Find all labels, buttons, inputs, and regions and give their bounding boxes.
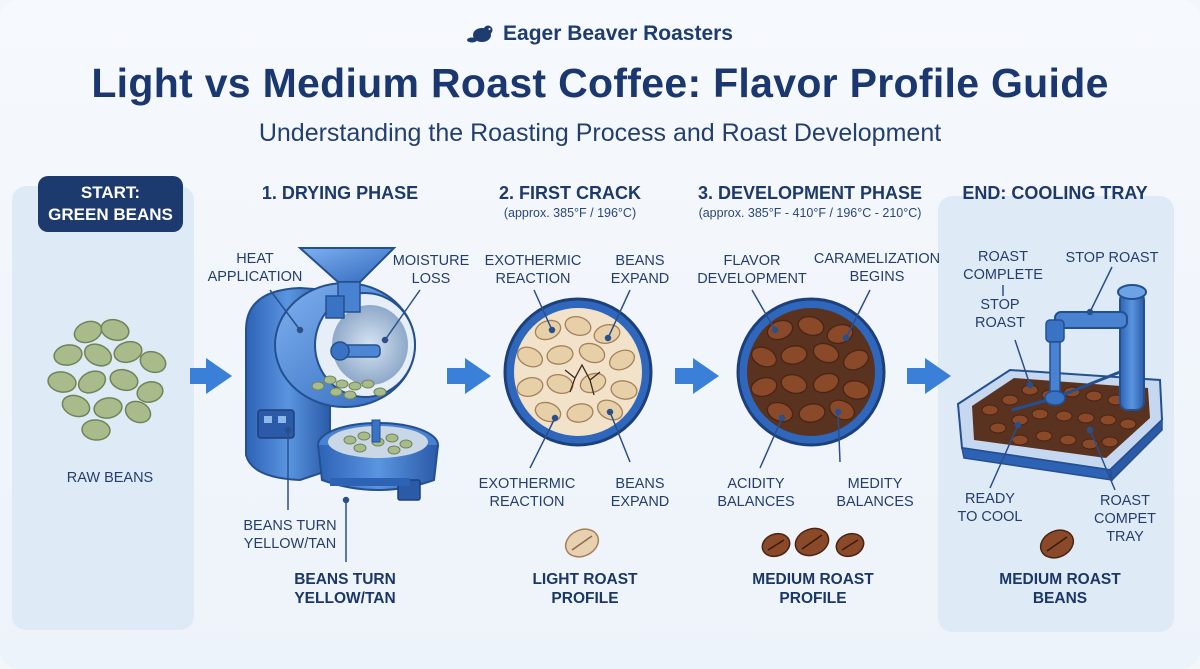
- label-stop-roast-top: STOP ROAST: [1065, 250, 1159, 266]
- development-callouts: [751, 289, 871, 469]
- drying-callouts: [269, 289, 421, 562]
- roaster-machine: [245, 247, 439, 501]
- beaver-icon: [467, 25, 493, 43]
- light-roast-bean: [564, 528, 600, 558]
- green-beans-cluster: [47, 318, 167, 441]
- page-title: Light vs Medium Roast Coffee: Flavor Pro…: [91, 60, 1109, 106]
- flow-arrow-2: [447, 358, 491, 394]
- first-crack-callouts: [529, 289, 631, 469]
- development-phase-title: 3. DEVELOPMENT PHASE: [697, 183, 923, 203]
- flow-arrow-4: [907, 358, 951, 394]
- flow-arrow-3: [675, 358, 719, 394]
- drying-phase-title: 1. DRYING PHASE: [261, 183, 419, 203]
- brand-name: Eager Beaver Roasters: [503, 22, 733, 45]
- development-bowl: [736, 297, 886, 447]
- flow-arrow-1: [190, 358, 232, 394]
- start-badge-line1: START:: [80, 183, 141, 202]
- cooling-medium-bean: [1039, 529, 1075, 559]
- development-phase-temp: (approx. 385°F - 410°F / 196°C - 210°C): [698, 206, 922, 220]
- cooling-tray: [956, 284, 1164, 482]
- start-badge: START: GREEN BEANS: [38, 176, 183, 232]
- brand-header: Eager Beaver Roasters: [0, 22, 1200, 46]
- start-badge-line2: GREEN BEANS: [48, 205, 173, 224]
- page-subtitle: Understanding the Roasting Process and R…: [258, 119, 942, 147]
- first-crack-bowl: [503, 297, 653, 447]
- cooling-tray-title: END: COOLING TRAY: [962, 183, 1148, 203]
- first-crack-title: 2. FIRST CRACK: [498, 183, 641, 203]
- raw-beans-caption: RAW BEANS: [66, 470, 154, 486]
- first-crack-temp: (approx. 385°F / 196°C): [503, 206, 637, 220]
- medium-roast-beans: [761, 527, 865, 558]
- cooling-callouts: [989, 266, 1116, 491]
